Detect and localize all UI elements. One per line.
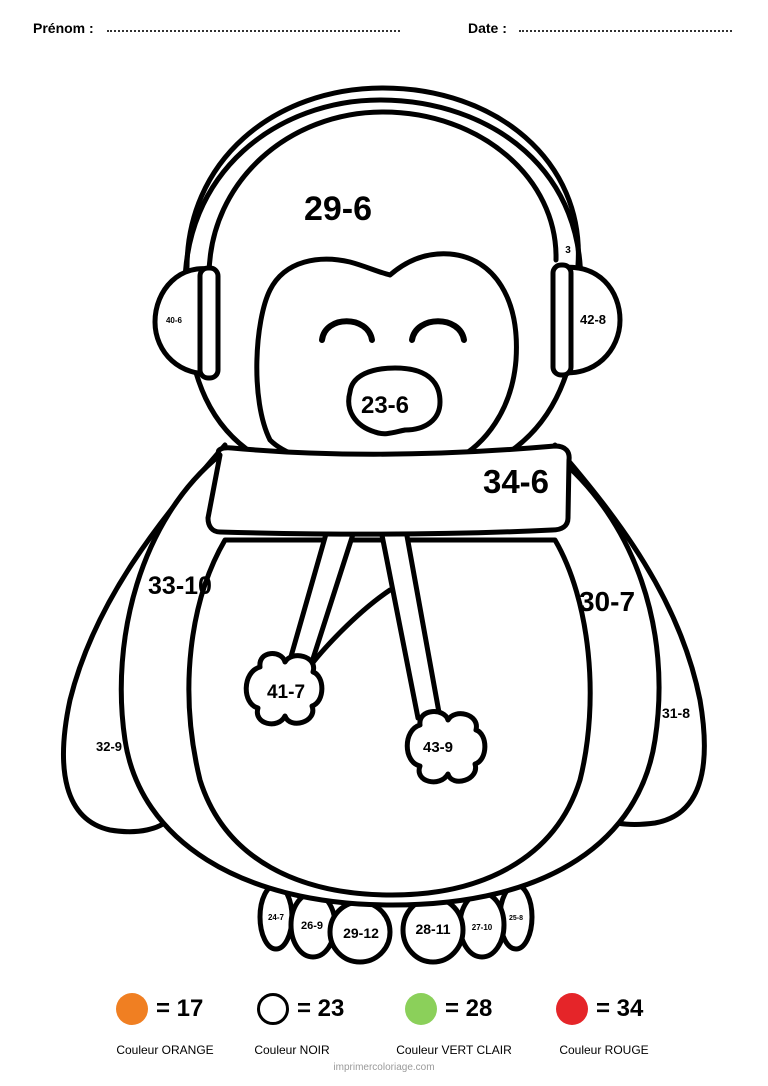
legend-value: = 23: [297, 995, 345, 1022]
earmuff-right-label: 42-8: [580, 312, 606, 327]
legend-value: = 34: [596, 995, 644, 1022]
scarf-region: [205, 443, 572, 537]
headband-inner: [206, 109, 559, 278]
black-swatch-icon: [257, 993, 289, 1025]
toe-2-label: 26-9: [301, 920, 323, 932]
legend-name-light-green: Couleur VERT CLAIR: [396, 1043, 512, 1057]
pompom-left-label: 41-7: [267, 682, 305, 703]
legend-item-red: = 34: [556, 993, 643, 1025]
legend-name-black: Couleur NOIR: [254, 1043, 330, 1057]
wing-left-label: 32-9: [96, 739, 122, 754]
toe-1-label: 24-7: [268, 913, 285, 922]
face-region: [254, 251, 519, 479]
legend-item-black: = 23: [257, 993, 344, 1025]
scarf-label: 34-6: [483, 463, 549, 500]
legend-item-light-green: = 28: [405, 993, 492, 1025]
first-name-label: Prénom :: [33, 20, 94, 36]
date-label: Date :: [468, 20, 507, 36]
beak-label: 23-6: [361, 392, 409, 419]
pompom-right-region: [404, 709, 488, 785]
head-label: 29-6: [304, 190, 372, 228]
headband-small-label: 3: [565, 245, 571, 256]
legend-name-orange: Couleur ORANGE: [116, 1043, 214, 1057]
earmuff-right-band: [550, 262, 574, 378]
toe-5-label: 27-10: [472, 923, 493, 932]
earmuff-left-label: 40-6: [166, 316, 183, 325]
beak-region: [346, 365, 443, 437]
body-left-label: 33-10: [148, 572, 212, 600]
toe-6-label: 25-8: [509, 915, 523, 922]
earmuff-left-band: [197, 265, 221, 381]
red-swatch-icon: [556, 993, 588, 1025]
first-name-field[interactable]: [107, 30, 400, 32]
pompom-left-region: [243, 651, 325, 727]
eye-right: [409, 318, 467, 343]
legend-item-orange: = 17: [116, 993, 203, 1025]
legend-name-red: Couleur ROUGE: [559, 1043, 649, 1057]
light-green-swatch-icon: [405, 993, 437, 1025]
date-field[interactable]: [519, 30, 732, 32]
toe-4-label: 28-11: [415, 921, 450, 937]
headband-outer: [184, 85, 581, 275]
legend-value: = 28: [445, 995, 493, 1022]
orange-swatch-icon: [116, 993, 148, 1025]
site-credit: imprimercoloriage.com: [333, 1062, 435, 1073]
toe-3-label: 29-12: [343, 925, 379, 941]
pompom-right-label: 43-9: [423, 739, 453, 756]
legend-value: = 17: [156, 995, 204, 1022]
belly-region: [186, 537, 593, 898]
wing-right-label: 31-8: [662, 705, 690, 721]
body-right-label: 30-7: [579, 586, 635, 617]
eye-left: [319, 318, 375, 343]
